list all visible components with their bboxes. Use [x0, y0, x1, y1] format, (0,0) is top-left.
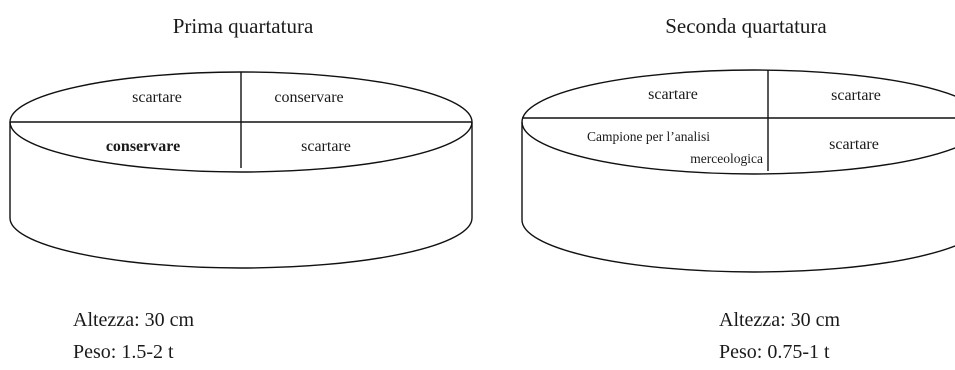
- second-quadrant-bottom-right: scartare: [829, 136, 879, 153]
- second-cylinder-top: [521, 69, 955, 175]
- first-quadrant-bottom-left: conservare: [106, 138, 180, 155]
- first-title: Prima quartatura: [173, 14, 314, 38]
- second-quadrant-bottom-left-line1: Campione per l’analisi: [587, 129, 710, 144]
- second-quadrant-bottom-left-line2: merceologica: [690, 151, 763, 166]
- first-cylinder-body: [9, 122, 473, 269]
- second-cylinder-body: [521, 122, 955, 273]
- second-quadrant-top-right: scartare: [831, 87, 881, 104]
- first-quadrant-bottom-right: scartare: [301, 138, 351, 155]
- second-weight: Peso: 0.75-1 t: [719, 341, 830, 363]
- second-height: Altezza: 30 cm: [719, 309, 840, 331]
- second-cylinder: Seconda quartatura scartare scartare Cam…: [521, 14, 955, 363]
- first-weight: Peso: 1.5-2 t: [73, 341, 174, 363]
- second-title: Seconda quartatura: [665, 14, 827, 38]
- first-quadrant-top-left: scartare: [132, 89, 182, 106]
- first-cylinder: Prima quartatura scartare conservare con…: [9, 14, 473, 363]
- first-height: Altezza: 30 cm: [73, 309, 194, 331]
- first-quadrant-top-right: conservare: [274, 89, 343, 106]
- second-quadrant-top-left: scartare: [648, 86, 698, 103]
